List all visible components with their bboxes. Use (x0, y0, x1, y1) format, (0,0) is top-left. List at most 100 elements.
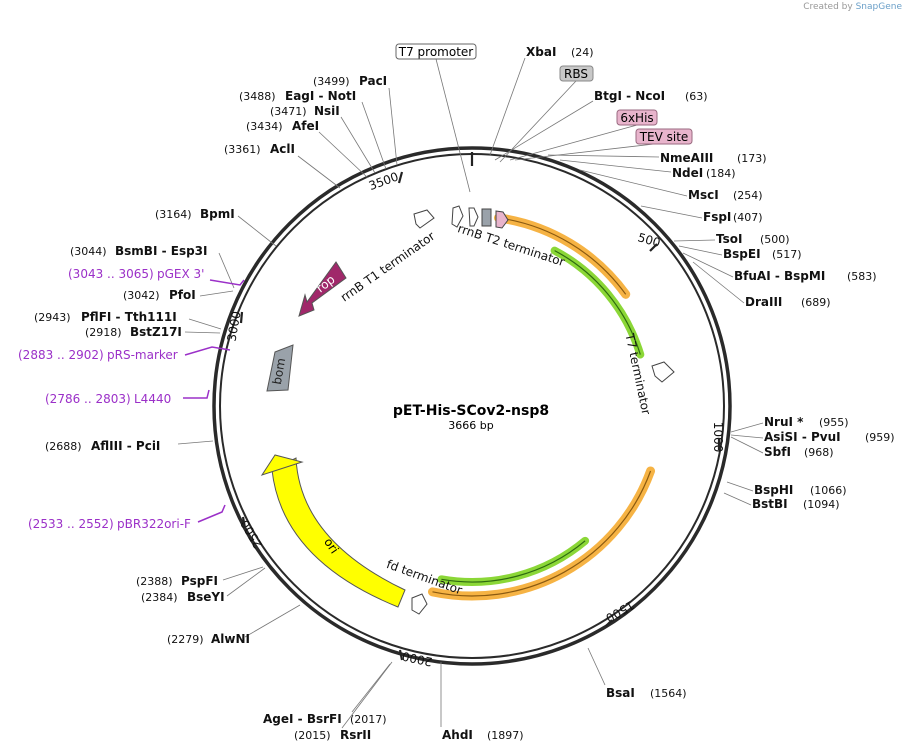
enzyme-28-name: AclI (270, 142, 295, 156)
enzyme-0-leader (489, 57, 526, 156)
enzyme-12-pos: (968) (804, 446, 834, 459)
enzyme-24-name: PflFI - Tth111I (81, 310, 177, 324)
ticks-2500: 2500 (238, 517, 265, 550)
t7-terminator-label: T7 terminator (622, 331, 653, 416)
enzyme-24-pos: (2943) (34, 311, 71, 324)
enzyme-labels: XbaI(24)BtgI - NcoI(63)NmeAIII(173)NdeI(… (34, 45, 895, 742)
ticks-1000: 1000 (711, 422, 725, 453)
enzyme-13-pos: (1066) (810, 484, 847, 497)
enzyme-1-name: BtgI - NcoI (594, 89, 665, 103)
tick-mark-6 (239, 311, 244, 324)
rrnb-t1-label: rrnB T1 terminator (338, 229, 438, 305)
enzyme-23-name: BstZ17I (130, 325, 182, 339)
backbone-outer (212, 146, 732, 666)
enzyme-21-pos: (2384) (141, 591, 178, 604)
enzyme-6-leader (673, 239, 716, 242)
enzyme-26-leader (218, 252, 235, 289)
enzyme-16-pos: (1897) (487, 729, 524, 742)
primer-2-range: (2786 .. 2803) (45, 392, 131, 406)
enzyme-20-leader (222, 566, 264, 581)
tick-mark-1 (649, 243, 658, 252)
enzyme-11-pos: (959) (865, 431, 895, 444)
tev-label: TEV site (639, 130, 689, 144)
enzyme-26-pos: (3044) (70, 245, 107, 258)
enzyme-23-leader (184, 331, 221, 334)
enzyme-29-pos: (3434) (246, 120, 283, 133)
enzyme-3-pos: (184) (706, 167, 736, 180)
primer-0-mark (209, 279, 245, 286)
bom-box (266, 344, 294, 392)
enzyme-30-leader (340, 116, 376, 174)
enzyme-18-pos: (2015) (294, 729, 331, 742)
enzyme-4-leader (579, 169, 688, 197)
enzyme-11-leader (730, 434, 764, 439)
primer-2-name: L4440 (134, 392, 171, 406)
enzyme-12-name: SbfI (764, 445, 791, 459)
enzyme-9-pos: (689) (801, 296, 831, 309)
primer-3-range: (2533 .. 2552) (28, 517, 114, 531)
enzyme-14-name: BstBI (752, 497, 788, 511)
enzyme-19-leader (244, 604, 301, 638)
terminator-arrow-4 (651, 361, 675, 383)
snapgene-brand: SnapGene (855, 2, 902, 12)
ori-head (260, 454, 304, 476)
enzyme-20-pos: (2388) (136, 575, 173, 588)
enzyme-27-name: BpmI (200, 207, 235, 221)
green-arc-2-line (441, 540, 586, 583)
enzyme-12-leader (730, 436, 764, 454)
enzyme-14-pos: (1094) (803, 498, 840, 511)
enzyme-30-name: NsiI (314, 104, 340, 118)
primer-1-range: (2883 .. 2902) (18, 348, 104, 362)
enzyme-19-pos: (2279) (167, 633, 204, 646)
tick-mark-7 (397, 171, 404, 184)
enzyme-4-pos: (254) (733, 189, 763, 202)
enzyme-4-name: MscI (688, 188, 719, 202)
enzyme-22-pos: (2688) (45, 440, 82, 453)
rop-arrow (298, 261, 347, 317)
enzyme-25-leader (199, 290, 234, 297)
enzyme-25-pos: (3042) (123, 289, 160, 302)
enzyme-5-leader (640, 205, 703, 219)
terminator-arrow-2 (451, 205, 464, 228)
enzyme-6-pos: (500) (760, 233, 790, 246)
enzyme-30-pos: (3471) (270, 105, 307, 118)
terminator-arrow-1 (413, 209, 435, 229)
cds-arc-2-line (432, 470, 652, 597)
enzyme-7-pos: (517) (772, 248, 802, 261)
enzyme-29-name: AfeI (292, 119, 319, 133)
enzyme-17-name: AgeI - BsrFI (263, 712, 342, 726)
tick-mark-4 (398, 649, 404, 661)
cds-arc-2 (427, 466, 656, 601)
enzyme-18-leader (341, 661, 393, 729)
rbs-feature (481, 208, 492, 227)
enzyme-5-name: FspI (703, 210, 731, 224)
enzyme-9-leader (692, 261, 745, 304)
enzyme-29-leader (318, 131, 369, 179)
enzyme-31-pos: (3488) (239, 90, 276, 103)
enzyme-10-leader (730, 422, 764, 433)
ticks-2000: 2000 (401, 649, 434, 669)
primer-3-name: pBR322ori-F (117, 517, 191, 531)
enzyme-10-pos: (955) (819, 416, 849, 429)
enzyme-17-leader (351, 663, 391, 713)
tick-mark-3 (605, 619, 613, 627)
box-leader-3 (514, 143, 655, 161)
enzyme-32-name: PacI (359, 74, 387, 88)
enzyme-8-leader (682, 252, 734, 278)
enzyme-28-leader (297, 155, 341, 189)
primer-0-name: pGEX 3' (157, 267, 204, 281)
enzyme-15-leader (587, 647, 606, 686)
enzyme-18-name: RsrII (340, 728, 371, 742)
enzyme-28-pos: (3361) (224, 143, 261, 156)
enzyme-10-name: NruI * (764, 415, 804, 429)
box-leader-2 (509, 124, 638, 161)
primer-3-mark (197, 504, 226, 523)
tev-box (635, 128, 693, 145)
enzyme-1-pos: (63) (685, 90, 708, 103)
green-arc-1-line (554, 250, 641, 355)
enzyme-13-leader (726, 481, 754, 492)
enzyme-31-leader (361, 101, 387, 170)
enzyme-7-name: BspEI (723, 247, 761, 261)
primer-2-mark (183, 389, 210, 399)
